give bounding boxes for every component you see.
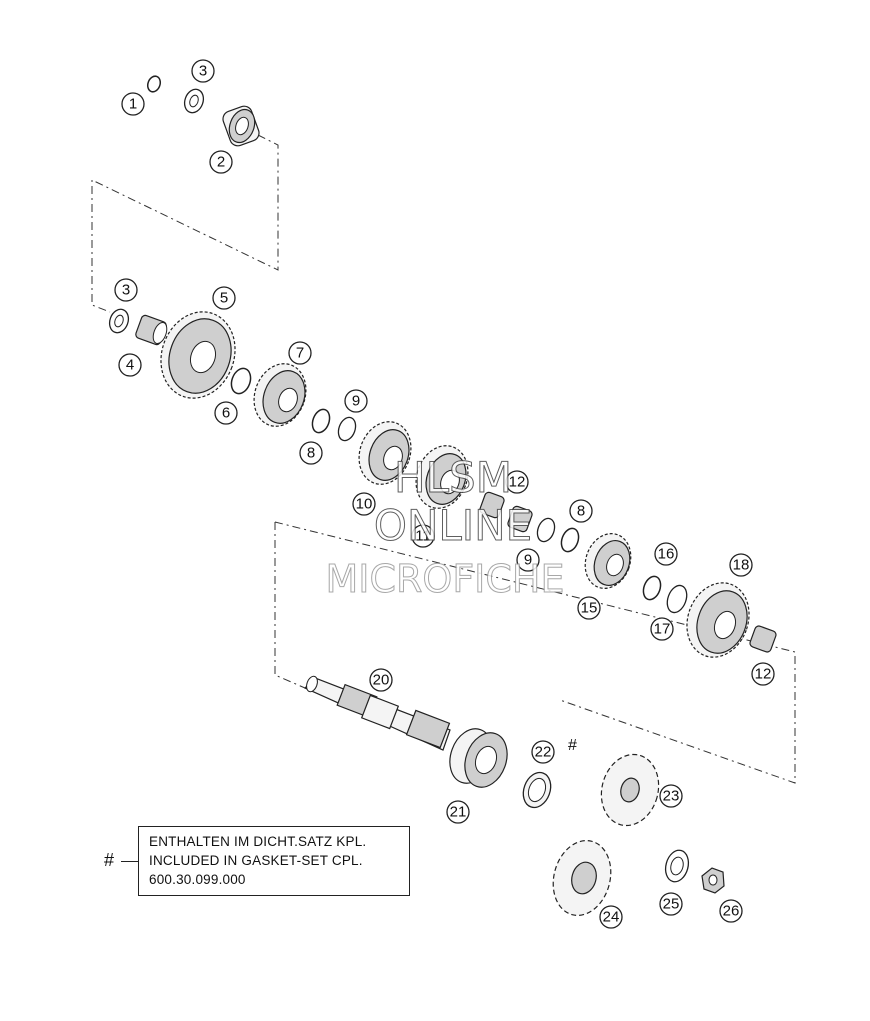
note-marker: # bbox=[104, 850, 115, 870]
svg-text:22: 22 bbox=[535, 744, 552, 761]
callout-25: 25 bbox=[659, 892, 683, 916]
svg-text:3: 3 bbox=[122, 282, 130, 299]
part-7-gear bbox=[253, 363, 307, 427]
callout-16: 16 bbox=[654, 542, 678, 566]
callout-12-lower: 12 bbox=[751, 662, 775, 686]
callout-3: 3 bbox=[114, 278, 138, 302]
callout-24: 24 bbox=[599, 905, 623, 929]
part-1-circlip bbox=[146, 75, 162, 93]
svg-text:4: 4 bbox=[126, 357, 134, 374]
part-21-bearing bbox=[449, 728, 508, 788]
svg-text:7: 7 bbox=[296, 345, 304, 362]
callout-3-top: 3 bbox=[191, 59, 215, 83]
part-9-washer bbox=[337, 416, 357, 442]
watermark: HLSM ONLINE MICROFICHE bbox=[325, 453, 565, 602]
part-24-sprocket bbox=[552, 839, 612, 917]
svg-text:11: 11 bbox=[415, 528, 431, 545]
svg-text:23: 23 bbox=[663, 788, 680, 805]
note-line-english: INCLUDED IN GASKET-SET CPL. bbox=[149, 853, 363, 868]
svg-text:12: 12 bbox=[509, 474, 526, 491]
svg-text:12: 12 bbox=[755, 666, 772, 683]
part-4-needle-bearing bbox=[135, 314, 168, 346]
part-3-washer bbox=[108, 308, 130, 334]
callout-11: 11 bbox=[411, 524, 435, 548]
part-26-nut bbox=[701, 867, 725, 894]
callout-1: 1 bbox=[121, 92, 145, 116]
callout-22: 22 bbox=[531, 740, 555, 764]
callout-9-lower: 9 bbox=[516, 548, 540, 572]
part-12-needle-bearing-lower bbox=[749, 625, 777, 653]
part-8-ring bbox=[311, 408, 331, 434]
part-18-gear bbox=[686, 582, 750, 658]
gasket-note-box: ENTHALTEN IM DICHT.SATZ KPL. INCLUDED IN… bbox=[138, 826, 410, 896]
part-2-bearing bbox=[222, 105, 260, 147]
part-10-gear bbox=[358, 421, 412, 485]
part-6-ring bbox=[230, 367, 252, 395]
callout-9: 9 bbox=[344, 389, 368, 413]
svg-text:16: 16 bbox=[658, 546, 675, 563]
callout-26: 26 bbox=[719, 899, 743, 923]
svg-text:15: 15 bbox=[581, 600, 598, 617]
callout-15: 15 bbox=[577, 596, 601, 620]
part-12-needle-bearing bbox=[479, 491, 533, 533]
part-16-ring bbox=[642, 575, 662, 601]
callout-4: 4 bbox=[118, 353, 142, 377]
part-25-washer bbox=[664, 849, 690, 883]
part-23-sprocket bbox=[600, 753, 660, 827]
callout-12: 12 bbox=[505, 470, 529, 494]
svg-text:5: 5 bbox=[220, 290, 228, 307]
note-part-number: 600.30.099.000 bbox=[149, 872, 246, 887]
callout-18: 18 bbox=[729, 553, 753, 577]
svg-text:18: 18 bbox=[733, 557, 750, 574]
svg-text:8: 8 bbox=[307, 445, 315, 462]
callout-23: 23 bbox=[659, 784, 683, 808]
svg-text:26: 26 bbox=[723, 903, 740, 920]
part-3-washer-top bbox=[183, 88, 205, 114]
callout-2: 2 bbox=[209, 150, 233, 174]
svg-text:20: 20 bbox=[373, 672, 390, 689]
watermark-line-3: MICROFICHE bbox=[325, 557, 564, 601]
svg-text:2: 2 bbox=[217, 154, 225, 171]
svg-text:3: 3 bbox=[199, 63, 207, 80]
callout-5: 5 bbox=[212, 286, 236, 310]
callout-17: 17 bbox=[650, 617, 674, 641]
svg-text:17: 17 bbox=[654, 621, 671, 638]
svg-text:6: 6 bbox=[222, 405, 230, 422]
svg-text:10: 10 bbox=[356, 496, 373, 513]
svg-text:25: 25 bbox=[663, 896, 680, 913]
callout-6: 6 bbox=[214, 401, 238, 425]
watermark-line-1: HLSM bbox=[394, 453, 512, 502]
part-9-washer-lower bbox=[536, 517, 556, 543]
callout-10: 10 bbox=[352, 492, 376, 516]
callout-7: 7 bbox=[288, 341, 312, 365]
callout-8: 8 bbox=[299, 441, 323, 465]
part-8-ring-lower bbox=[560, 527, 580, 553]
note-leader-line bbox=[121, 861, 138, 862]
gasket-marker: # bbox=[568, 737, 577, 754]
part-20-shaft bbox=[303, 675, 451, 751]
callout-20: 20 bbox=[369, 668, 393, 692]
svg-text:24: 24 bbox=[603, 909, 620, 926]
watermark-line-2: ONLINE bbox=[374, 501, 532, 550]
svg-text:21: 21 bbox=[450, 804, 467, 821]
part-5-gear bbox=[160, 311, 236, 399]
svg-text:9: 9 bbox=[524, 552, 532, 569]
svg-text:9: 9 bbox=[352, 393, 360, 410]
note-line-german: ENTHALTEN IM DICHT.SATZ KPL. bbox=[149, 834, 367, 849]
part-15-gear bbox=[584, 533, 632, 589]
callout-21: 21 bbox=[446, 800, 470, 824]
part-17-washer bbox=[666, 584, 688, 614]
part-11-gear bbox=[415, 445, 469, 509]
part-22-seal bbox=[522, 771, 552, 809]
svg-text:8: 8 bbox=[577, 503, 585, 520]
callout-8-lower: 8 bbox=[569, 499, 593, 523]
assembly-lines bbox=[91, 134, 796, 784]
svg-text:1: 1 bbox=[129, 96, 137, 113]
